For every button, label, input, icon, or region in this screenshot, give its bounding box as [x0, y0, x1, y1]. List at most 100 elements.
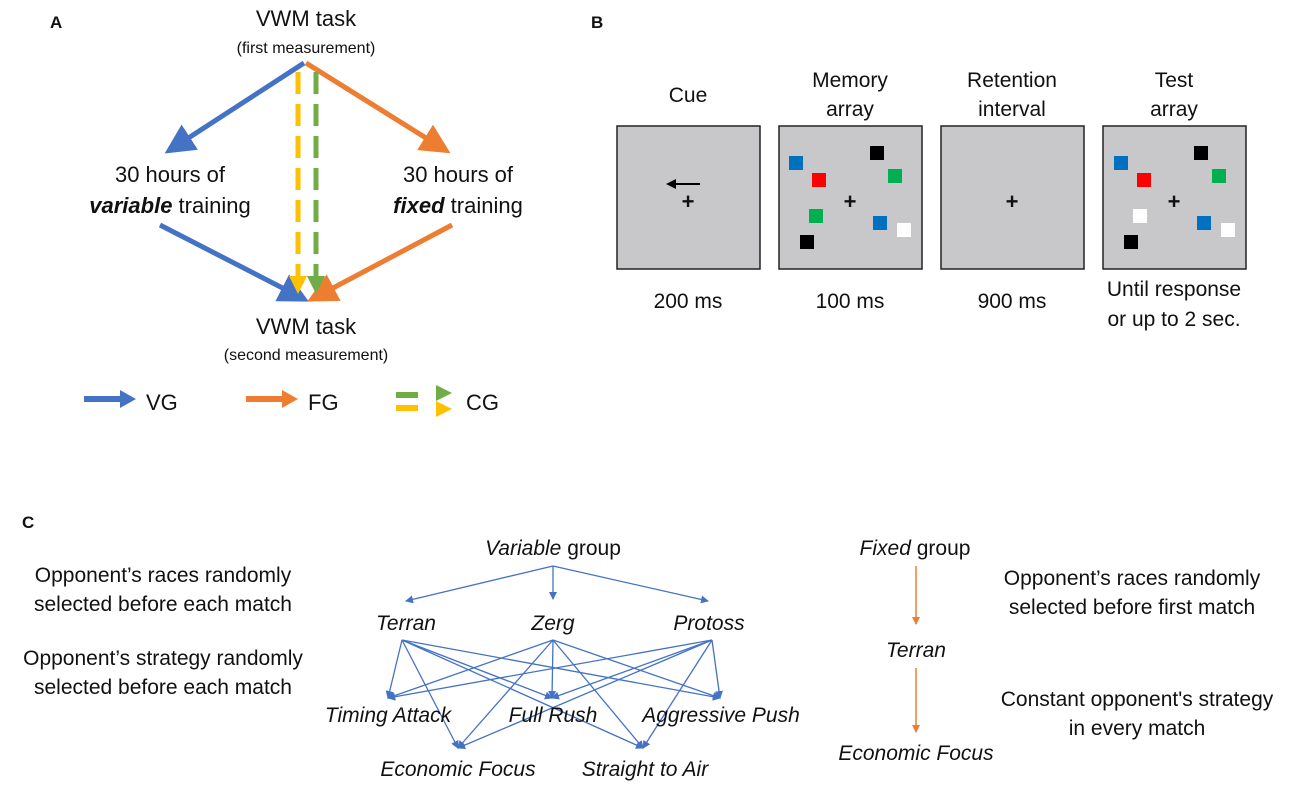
strategy-full-rush: Full Rush — [509, 704, 598, 727]
panel-letter-a: A — [50, 13, 62, 32]
variable-group-rest: group — [561, 537, 621, 560]
memory-square-green — [809, 209, 823, 223]
legend-vg-arrowhead — [120, 390, 136, 408]
frame-memory-array: Memory array + 100 ms — [778, 69, 923, 313]
vg-arrow-bottom — [158, 222, 309, 302]
right-note-races-line2: selected before first match — [1009, 596, 1255, 619]
cg-green-arrowhead — [307, 276, 325, 294]
link-terran-straight-to-air — [401, 639, 644, 749]
variable-bold: variable — [89, 193, 172, 218]
link-terran-economic-focus — [401, 639, 459, 749]
frame-cue-duration: 200 ms — [654, 290, 723, 313]
right-note-races-line1: Opponent’s races randomly — [1004, 567, 1261, 590]
link-zerg-timing-attack — [387, 639, 554, 700]
frame-memory-label-line2: array — [826, 98, 874, 121]
link-terran-full-rush — [401, 639, 553, 700]
fg-arrow-top — [304, 60, 451, 154]
frame-retention-fixation: + — [1006, 189, 1019, 214]
legend-fg-arrowhead — [282, 390, 298, 408]
vwm-task-second-title: VWM task — [256, 314, 357, 339]
link-terran-aggressive-push — [401, 639, 721, 701]
fixed-group-italic: Fixed — [860, 537, 913, 560]
left-note-strategy-line1: Opponent’s strategy randomly — [23, 647, 303, 670]
left-note-races-line2: selected before each match — [34, 593, 292, 616]
memory-square-black — [800, 235, 814, 249]
memory-square-green — [888, 169, 902, 183]
frame-test-label-line2: array — [1150, 98, 1198, 121]
legend-vg-label: VG — [146, 390, 178, 415]
frame-test-array: Test array + Until response or up to 2 s… — [1102, 69, 1247, 331]
link-protoss-timing-attack — [387, 639, 713, 701]
frame-retention-screen — [940, 125, 1085, 270]
frame-cue-screen — [616, 125, 761, 270]
test-square-white — [1133, 209, 1147, 223]
race-terran: Terran — [376, 612, 436, 635]
frame-cue-label: Cue — [669, 84, 708, 107]
memory-square-red — [812, 173, 826, 187]
variable-group-title: Variable group — [485, 537, 621, 560]
frame-retention-label-line1: Retention — [967, 69, 1057, 92]
panel-letter-b: B — [591, 13, 603, 32]
test-square-black — [1194, 146, 1208, 160]
frame-memory-fixation: + — [844, 189, 857, 214]
fixed-strategy-economic-focus: Economic Focus — [838, 742, 994, 765]
left-training-line1: 30 hours of — [115, 162, 226, 187]
frame-retention-duration: 900 ms — [978, 290, 1047, 313]
strategy-straight-to-air: Straight to Air — [582, 758, 709, 781]
legend-cg-yellow-bar — [396, 405, 418, 411]
frame-cue: Cue + 200 ms — [616, 84, 761, 313]
legend-cg-label: CG — [466, 390, 499, 415]
link-variable-protoss — [552, 565, 709, 604]
vwm-task-first-title: VWM task — [256, 6, 357, 31]
left-note-strategy-line2: selected before each match — [34, 676, 292, 699]
race-zerg: Zerg — [530, 612, 575, 635]
legend-cg-green-head — [436, 385, 452, 401]
vwm-task-second-subtitle: (second measurement) — [224, 347, 389, 364]
test-square-green — [1212, 169, 1226, 183]
test-square-red — [1137, 173, 1151, 187]
vg-arrow-top — [164, 60, 306, 154]
link-zerg-aggressive-push — [552, 639, 721, 700]
link-protoss-full-rush — [551, 639, 713, 700]
strategy-economic-focus: Economic Focus — [380, 758, 536, 781]
panel-letter-c: C — [22, 513, 34, 532]
strategy-aggressive-push: Aggressive Push — [640, 704, 800, 727]
memory-square-blue — [789, 156, 803, 170]
frame-memory-duration: 100 ms — [816, 290, 885, 313]
link-terran-timing-attack — [385, 639, 403, 699]
right-training-rest: training — [445, 193, 523, 218]
variable-group-race-links — [405, 565, 709, 604]
left-note-races-line1: Opponent’s races randomly — [35, 564, 292, 587]
frame-retention-interval: Retention interval + 900 ms — [940, 69, 1085, 313]
memory-square-white — [897, 223, 911, 237]
link-protoss-economic-focus — [457, 639, 713, 749]
test-square-blue — [1197, 216, 1211, 230]
link-variable-terran — [405, 565, 554, 604]
cg-yellow-arrowhead — [289, 276, 307, 294]
frame-memory-label-line1: Memory — [812, 69, 888, 92]
legend-cg-yellow-head — [436, 401, 452, 417]
cue-arrow-left-icon — [666, 179, 676, 189]
link-zerg-straight-to-air — [552, 639, 644, 749]
frame-cue-fixation: + — [682, 189, 695, 214]
legend-cg-green-bar — [396, 392, 418, 398]
test-square-white — [1221, 223, 1235, 237]
test-square-black — [1124, 235, 1138, 249]
test-square-blue — [1114, 156, 1128, 170]
race-strategy-links — [385, 639, 724, 749]
left-training-line2: variable training — [89, 193, 250, 218]
right-note-strategy-line2: in every match — [1069, 717, 1206, 740]
race-protoss: Protoss — [673, 612, 745, 635]
fixed-group-rest: group — [911, 537, 971, 560]
fixed-group-title: Fixed group — [860, 537, 971, 560]
fixed-race-terran: Terran — [886, 639, 946, 662]
vwm-task-first-subtitle: (first measurement) — [237, 40, 376, 57]
link-protoss-straight-to-air — [642, 639, 713, 749]
fg-arrow-bottom — [307, 222, 454, 302]
legend-fg-label: FG — [308, 390, 339, 415]
variable-group-italic: Variable — [485, 537, 561, 560]
memory-square-black — [870, 146, 884, 160]
fixed-bold: fixed — [393, 193, 445, 218]
strategy-timing-attack: Timing Attack — [325, 704, 453, 727]
